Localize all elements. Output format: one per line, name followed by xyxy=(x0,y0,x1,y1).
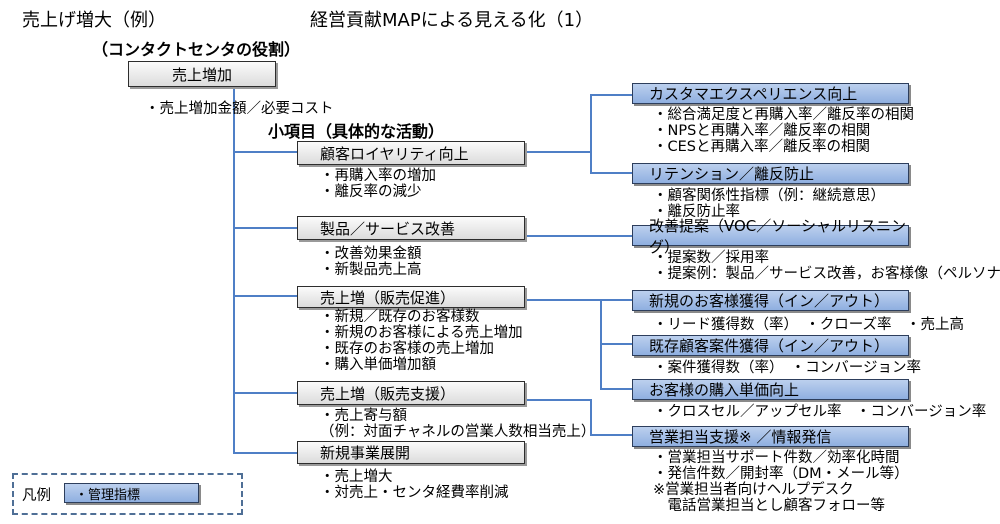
activity-items-sales-promo: ・新規／既存のお客様数 ・新規のお客様による売上増加 ・既存のお客様の売上増加 … xyxy=(320,309,523,373)
list-item: ・営業担当サポート件数／効率化時間 xyxy=(653,450,900,466)
indicator-items-sales-support: ・営業担当サポート件数／効率化時間 ・発信件数／開封率（DM・メール等） ※営業… xyxy=(653,450,909,514)
main-title: 経営貢献MAPによる見える化（1） xyxy=(310,10,594,31)
indicator-items-existing-customers: ・案件獲得数（率） ・コンバージョン率 xyxy=(653,360,921,376)
indicator-items-new-customers: ・リード獲得数（率） ・クローズ率 ・売上高 xyxy=(653,317,964,333)
list-item: ・購入単価増加額 xyxy=(320,357,436,373)
indicator-label: 営業担当支援※ ／情報発信 xyxy=(649,428,832,446)
indicator-box-existing-customers: 既存顧客案件獲得（イン／アウト） xyxy=(632,335,909,356)
list-item: ・改善効果金額 xyxy=(320,246,422,262)
list-item: ・売上寄与額 xyxy=(320,408,407,424)
list-item: ・提案例：製品／サービス改善，お客様像（ペルソナ） xyxy=(653,266,1000,282)
activity-box-sales-support: 売上増（販売支援） xyxy=(297,381,525,405)
list-item: ・新規のお客様による売上増加 xyxy=(320,325,523,341)
list-item: ・リード獲得数（率） ・クローズ率 ・売上高 xyxy=(653,317,965,333)
indicator-items-cx: ・総合満足度と再購入率／離反率の相関 ・NPSと再購入率／離反率の相関 ・CES… xyxy=(653,107,914,155)
indicator-items-retention: ・顧客関係性指標（例：継続意思） ・離反防止率 xyxy=(653,188,885,220)
root-note: ・売上増加金額／必要コスト xyxy=(145,101,334,117)
indicator-box-unit-price: お客様の購入単価向上 xyxy=(632,379,909,400)
activity-box-sales-promo: 売上増（販売促進） xyxy=(297,286,525,308)
activity-label: 売上増（販売促進） xyxy=(320,288,456,307)
indicator-label: 改善提案（VOC／ソーシャルリスニング） xyxy=(649,216,906,256)
list-item: ・再購入率の増加 xyxy=(320,168,436,184)
activity-label: 新規事業展開 xyxy=(320,444,411,462)
legend-sample-box: ・管理指標 xyxy=(64,483,199,503)
list-item: ・発信件数／開封率（DM・メール等） xyxy=(653,466,909,482)
legend: 凡例 ・管理指標 xyxy=(12,473,243,515)
list-item: ・新規／既存のお客様数 xyxy=(320,309,480,325)
activity-items-loyalty: ・再購入率の増加 ・離反率の減少 xyxy=(320,168,436,200)
list-item: ・提案数／採用率 xyxy=(653,250,769,266)
activity-box-product: 製品／サービス改善 xyxy=(297,216,525,240)
legend-sample-label: ・管理指標 xyxy=(75,487,141,503)
list-item: ・CESと再購入率／離反率の相関 xyxy=(653,139,870,155)
indicator-label: カスタマエクスペリエンス向上 xyxy=(649,85,858,103)
activity-label: 売上増（販売支援） xyxy=(320,384,456,403)
left-title: 売上げ増大（例） xyxy=(22,10,166,31)
legend-label: 凡例 xyxy=(22,488,51,504)
section-label: 小項目（具体的な活動） xyxy=(268,122,445,141)
indicator-box-sales-support: 営業担当支援※ ／情報発信 xyxy=(632,426,909,447)
indicator-box-improvement: 改善提案（VOC／ソーシャルリスニング） xyxy=(632,217,909,256)
list-item: ・対売上・センタ経費率削減 xyxy=(320,485,509,501)
activity-box-loyalty: 顧客ロイヤリティ向上 xyxy=(297,141,525,165)
indicator-items-improvement: ・提案数／採用率 ・提案例：製品／サービス改善，お客様像（ペルソナ） xyxy=(653,250,1000,282)
list-item: ・新製品売上高 xyxy=(320,262,422,278)
list-item: ・顧客関係性指標（例：継続意思） xyxy=(653,188,885,204)
list-item: ・離反率の減少 xyxy=(320,184,422,200)
indicator-items-unit-price: ・クロスセル／アップセル率 ・コンバージョン率 xyxy=(653,404,986,420)
list-item: ※営業担当者向けヘルプデスク xyxy=(653,482,854,498)
indicator-box-retention: リテンション／離反防止 xyxy=(632,163,909,184)
indicator-box-cx: カスタマエクスペリエンス向上 xyxy=(632,83,909,104)
activity-items-product: ・改善効果金額 ・新製品売上高 xyxy=(320,246,422,278)
list-item: ・NPSと再購入率／離反率の相関 xyxy=(653,123,871,139)
list-item: 電話営業担当とし顧客フォロー等 xyxy=(653,498,885,514)
list-item: ・売上増大 xyxy=(320,469,393,485)
list-item: ・総合満足度と再購入率／離反率の相関 xyxy=(653,107,914,123)
activity-items-sales-support: ・売上寄与額 （例：対面チャネルの営業人数相当売上） xyxy=(320,408,595,440)
indicator-label: お客様の購入単価向上 xyxy=(649,381,800,399)
list-item: ・クロスセル／アップセル率 ・コンバージョン率 xyxy=(653,404,987,420)
indicator-label: 既存顧客案件獲得（イン／アウト） xyxy=(649,337,890,355)
indicator-box-new-customers: 新規のお客様獲得（イン／アウト） xyxy=(632,290,909,311)
activity-label: 顧客ロイヤリティ向上 xyxy=(320,144,469,163)
indicator-label: リテンション／離反防止 xyxy=(649,165,815,183)
activity-box-new-business: 新規事業展開 xyxy=(297,441,525,464)
list-item: ・案件獲得数（率） ・コンバージョン率 xyxy=(653,360,921,376)
root-box: 売上増加 xyxy=(128,61,276,87)
root-label: 売上増加 xyxy=(171,65,232,84)
activity-label: 製品／サービス改善 xyxy=(320,219,456,238)
list-item: ・既存のお客様の売上増加 xyxy=(320,341,494,357)
list-item: ・離反防止率 xyxy=(653,204,740,220)
subtitle: （コンタクトセンタの役割） xyxy=(92,40,301,59)
list-item: （例：対面チャネルの営業人数相当売上） xyxy=(320,424,596,440)
activity-items-new-business: ・売上増大 ・対売上・センタ経費率削減 xyxy=(320,469,509,501)
indicator-label: 新規のお客様獲得（イン／アウト） xyxy=(649,292,890,310)
